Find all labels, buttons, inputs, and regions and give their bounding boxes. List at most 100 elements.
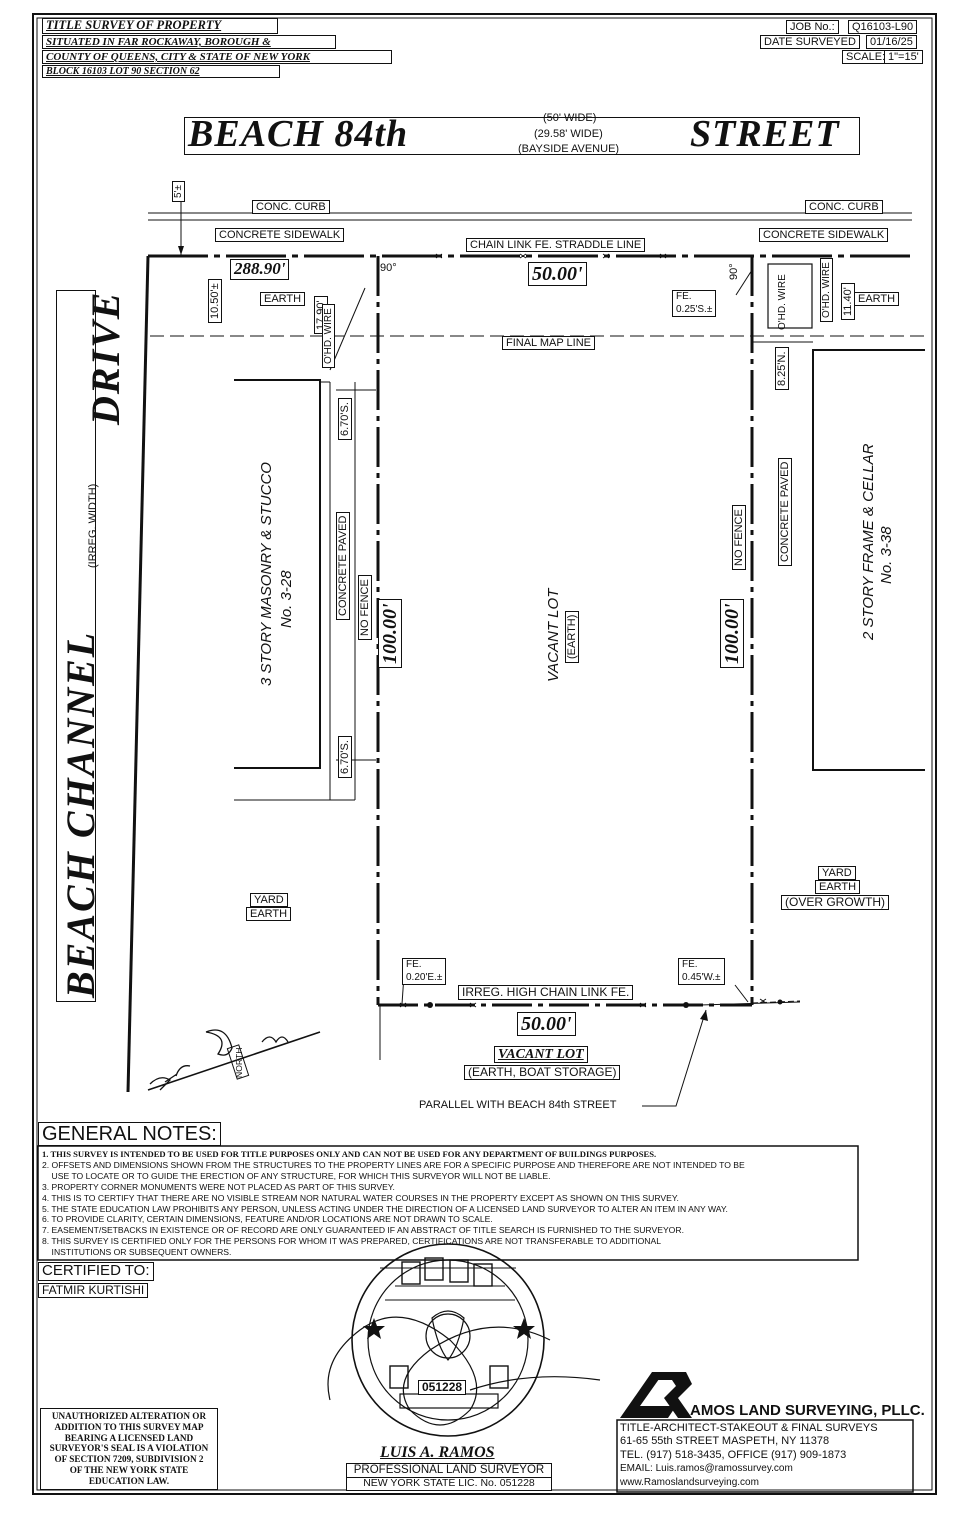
note-item-1: 1. THIS SURVEY IS INTENDED TO BE USED FO… bbox=[42, 1149, 657, 1159]
survey-location-line-1: SITUATED IN FAR ROCKAWAY, BOROUGH & bbox=[42, 35, 336, 50]
yard-right-earth: EARTH bbox=[815, 880, 861, 895]
company-services: TITLE-ARCHITECT-STAKEOUT & FINAL SURVEYS bbox=[620, 1422, 878, 1434]
warning-line: UNAUTHORIZED ALTERATION OR bbox=[51, 1411, 207, 1421]
surveyor-name: LUIS A. RAMOS bbox=[380, 1444, 495, 1461]
note-item-8: 8. THIS SURVEY IS CERTIFIED ONLY FOR THE… bbox=[42, 1236, 662, 1247]
outer-border bbox=[32, 13, 937, 1495]
note-item-4: 4. THIS IS TO CERTIFY THAT THERE ARE NO … bbox=[42, 1192, 679, 1203]
certified-heading: CERTIFIED TO: bbox=[38, 1262, 154, 1281]
lot-depth-right: 100.00' bbox=[720, 599, 744, 668]
fe-bottom-right-label: FE. bbox=[682, 959, 698, 970]
warning-line: ADDITION TO THIS SURVEY MAP bbox=[54, 1421, 204, 1432]
ohd-wire-right-1: O'HD. WIRE bbox=[777, 274, 788, 330]
survey-location-line-2: COUNTY OF QUEENS, CITY & STATE OF NEW YO… bbox=[42, 50, 392, 65]
company-email[interactable]: EMAIL: Luis.ramos@ramossurvey.com bbox=[620, 1463, 793, 1475]
vacant-lot-label: VACANT LOT bbox=[545, 588, 562, 682]
note-item-3: 3. PROPERTY CORNER MONUMENTS WERE NOT PL… bbox=[42, 1181, 395, 1192]
concrete-paved-right: CONCRETE PAVED bbox=[778, 457, 793, 566]
surveyor-license: NEW YORK STATE LIC. No. 051228 bbox=[346, 1477, 552, 1491]
surveyor-title: PROFESSIONAL LAND SURVEYOR bbox=[346, 1463, 552, 1478]
date-surveyed-value: 01/16/25 bbox=[866, 35, 917, 50]
warning-line: SURVEYOR'S SEAL IS A VIOLATION bbox=[49, 1443, 209, 1454]
no-fence-right: NO FENCE bbox=[732, 505, 747, 570]
dim-6-70-bottom: 6.70'S. bbox=[338, 736, 353, 778]
no-fence-left: NO FENCE bbox=[358, 575, 373, 640]
building-left-number: No. 3-28 bbox=[278, 570, 295, 628]
offset-5ft: 5'± bbox=[172, 181, 185, 202]
fe-bottom-right: FE. 0.45'W.± bbox=[678, 958, 725, 985]
lot-width-top: 50.00' bbox=[528, 262, 587, 286]
warning-line: EDUCATION LAW. bbox=[88, 1475, 170, 1486]
irregular-fence: IRREG. HIGH CHAIN LINK FE. bbox=[458, 985, 634, 1001]
ohd-wire-left: O'HD. WIRE bbox=[322, 304, 335, 368]
company-phone: TEL. (917) 518-3435, OFFICE (917) 909-18… bbox=[620, 1448, 847, 1461]
fe-top-right-label: FE. bbox=[676, 291, 692, 302]
general-notes-list: 1. THIS SURVEY IS INTENDED TO BE USED FO… bbox=[42, 1149, 745, 1258]
dim-6-70-top: 6.70'S. bbox=[338, 398, 353, 440]
lot-width-bottom: 50.00' bbox=[517, 1012, 576, 1036]
sidewalk-right: CONCRETE SIDEWALK bbox=[759, 228, 889, 243]
fe-top-right: FE. 0.25'S.± bbox=[672, 290, 717, 317]
seal-license-number: 051228 bbox=[418, 1380, 467, 1396]
street-name-right: STREET bbox=[690, 113, 840, 155]
street-name-left: BEACH 84th bbox=[188, 113, 409, 155]
distance-288: 288.90' bbox=[230, 259, 290, 280]
north-arrow-icon bbox=[147, 1029, 321, 1091]
note-item-5: 5. THE STATE EDUCATION LAW PROHIBITS ANY… bbox=[42, 1203, 728, 1214]
dim-11-40: 11.40' bbox=[841, 283, 856, 320]
certified-name: FATMIR KURTISHI bbox=[38, 1283, 149, 1299]
note-item-6: 6. TO PROVIDE CLARITY, CERTAIN DIMENSION… bbox=[42, 1214, 493, 1225]
block-lot-section: BLOCK 16103 LOT 90 SECTION 62 bbox=[42, 65, 280, 78]
parallel-note: PARALLEL WITH BEACH 84th STREET bbox=[419, 1099, 617, 1111]
warning-box: UNAUTHORIZED ALTERATION OR ADDITION TO T… bbox=[40, 1408, 218, 1490]
warning-line: OF SECTION 7209, SUBDIVISION 2 bbox=[54, 1454, 204, 1465]
company-logo-icon bbox=[620, 1372, 692, 1418]
scale-value: 1"=15' bbox=[884, 50, 923, 65]
fe-bottom-left-value: 0.20'E.± bbox=[406, 971, 443, 983]
fe-bottom-left-label: FE. bbox=[406, 959, 422, 970]
earth-right: EARTH bbox=[854, 292, 900, 307]
date-surveyed-label: DATE SURVEYED bbox=[760, 35, 860, 50]
company-address: 61-65 55th STREET MASPETH, NY 11378 bbox=[620, 1435, 830, 1448]
fe-top-right-value: 0.25'S.± bbox=[676, 303, 713, 315]
surveyor-seal-icon bbox=[327, 1243, 601, 1437]
fe-bottom-left: FE. 0.20'E.± bbox=[402, 958, 447, 985]
warning-line: BEARING A LICENSED LAND bbox=[64, 1432, 194, 1443]
dim-10-50: 10.50'± bbox=[208, 279, 223, 323]
chain-link-top: CHAIN LINK FE. STRADDLE LINE bbox=[466, 238, 646, 253]
over-growth: (OVER GROWTH) bbox=[781, 895, 889, 911]
drive-width: (IRREG. WIDTH) bbox=[87, 483, 99, 568]
building-right-name: 2 STORY FRAME & CELLAR bbox=[860, 443, 877, 640]
drive-name-box bbox=[56, 290, 96, 1002]
angle-left: 90° bbox=[380, 262, 397, 274]
company-info: TITLE-ARCHITECT-STAKEOUT & FINAL SURVEYS… bbox=[620, 1422, 878, 1489]
vacant-lot-south-sub: (EARTH, BOAT STORAGE) bbox=[464, 1065, 621, 1081]
ohd-wire-right-2: O'HD. WIRE bbox=[820, 258, 833, 322]
company-website[interactable]: www.Ramoslandsurveying.com bbox=[620, 1476, 759, 1488]
note-item-2-cont: USE TO LOCATE OR TO GUIDE THE ERECTION O… bbox=[42, 1170, 551, 1181]
scale-label: SCALE: bbox=[842, 50, 890, 65]
north-label: NORTH bbox=[234, 1047, 244, 1078]
fe-bottom-right-value: 0.45'W.± bbox=[682, 971, 721, 983]
general-notes-heading: GENERAL NOTES: bbox=[38, 1122, 221, 1146]
angle-right: 90° bbox=[728, 263, 740, 280]
warning-text: UNAUTHORIZED ALTERATION OR ADDITION TO T… bbox=[41, 1409, 217, 1487]
job-number-value: Q16103-L90 bbox=[848, 20, 918, 35]
earth-left: EARTH bbox=[260, 292, 306, 307]
vacant-lot-earth: (EARTH) bbox=[565, 610, 580, 663]
building-left-name: 3 STORY MASONRY & STUCCO bbox=[258, 462, 275, 686]
final-map-line: FINAL MAP LINE bbox=[502, 336, 595, 351]
dim-8-25: 8.25'N. bbox=[775, 347, 790, 390]
vacant-lot-south: VACANT LOT bbox=[494, 1046, 588, 1064]
building-right-number: No. 3-38 bbox=[878, 526, 895, 584]
note-item-7: 7. EASEMENT/SETBACKS IN EXISTENCE OR OF … bbox=[42, 1225, 684, 1236]
survey-title: TITLE SURVEY OF PROPERTY bbox=[42, 18, 278, 34]
drive-name-top: DRIVE bbox=[83, 290, 128, 426]
street-width-2: (29.58' WIDE) bbox=[534, 128, 603, 140]
conc-curb-right: CONC. CURB bbox=[805, 200, 883, 215]
job-number-label: JOB No.: bbox=[786, 20, 839, 35]
concrete-paved-left: CONCRETE PAVED bbox=[336, 511, 351, 620]
sidewalk-left: CONCRETE SIDEWALK bbox=[215, 228, 345, 243]
lot-depth-left: 100.00' bbox=[378, 599, 402, 668]
company-name: AMOS LAND SURVEYING, PLLC. bbox=[690, 1402, 925, 1419]
